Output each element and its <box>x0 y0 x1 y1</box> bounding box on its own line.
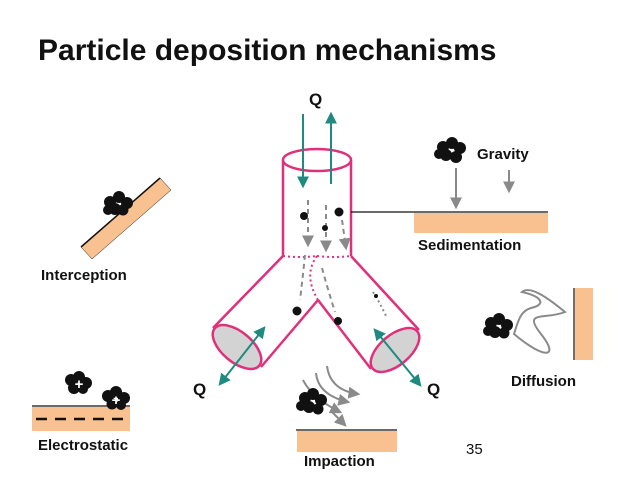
particle <box>322 225 328 231</box>
label-impaction: Impaction <box>304 453 375 470</box>
airway-bifurcation <box>211 147 421 374</box>
page-number: 35 <box>466 441 483 458</box>
slide-title: Particle deposition mechanisms <box>38 34 497 67</box>
diffusion-illustration <box>483 288 593 360</box>
particle-cluster <box>296 388 327 415</box>
flow-label-top: Q <box>309 90 323 109</box>
flow-label-right: Q <box>427 380 441 399</box>
airway-particles <box>292 207 378 325</box>
diffusion-surface <box>575 288 593 360</box>
sedimentation-surface <box>414 213 548 233</box>
electrostatic-illustration: + + <box>32 371 130 431</box>
sedimentation-illustration <box>351 137 548 233</box>
particle-cluster <box>434 137 466 163</box>
flow-arrows <box>218 111 422 387</box>
impaction-illustration <box>296 365 397 452</box>
particle <box>334 317 342 325</box>
label-electrostatic: Electrostatic <box>38 437 129 454</box>
impaction-surface <box>297 431 397 452</box>
particle <box>374 294 378 298</box>
particle <box>334 207 344 217</box>
upper-tube-opening <box>281 147 353 173</box>
particle-trajectories <box>299 200 387 317</box>
particle <box>292 306 302 316</box>
particle <box>300 212 308 220</box>
charge-plus-2: + <box>112 392 121 409</box>
interception-illustration <box>80 177 172 260</box>
label-gravity: Gravity <box>477 146 529 163</box>
label-sedimentation: Sedimentation <box>418 237 522 254</box>
flow-arrow-right <box>373 328 422 387</box>
label-diffusion: Diffusion <box>511 373 576 390</box>
particle-cluster <box>103 191 133 216</box>
flow-arrow-left <box>218 326 266 386</box>
charge-plus-1: + <box>75 376 84 393</box>
diffusion-path <box>512 289 567 354</box>
flow-label-left: Q <box>193 380 207 399</box>
particle-cluster <box>483 313 513 339</box>
particle-cluster <box>102 386 130 410</box>
particle-cluster <box>65 371 92 394</box>
label-interception: Interception <box>41 267 127 284</box>
